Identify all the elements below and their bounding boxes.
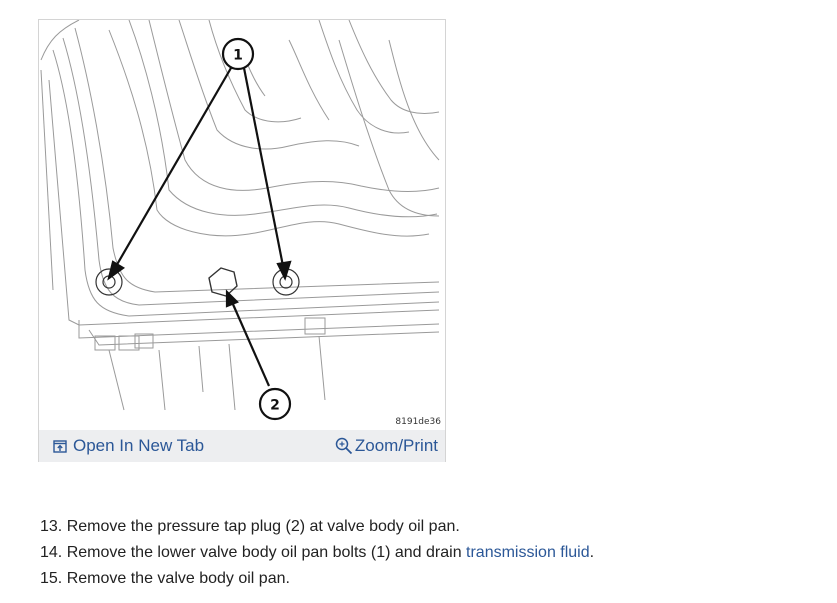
- procedure-steps: 13. Remove the pressure tap plug (2) at …: [40, 514, 594, 592]
- figure-card: 1 2 8191de36 Open In New Tab Zoom/P: [38, 19, 446, 462]
- callout-2: 2: [258, 387, 292, 421]
- step-text-end: .: [589, 544, 595, 561]
- step-15: 15. Remove the valve body oil pan.: [40, 566, 594, 592]
- zoom-print-link[interactable]: Zoom/Print: [335, 437, 438, 455]
- transmission-fluid-link[interactable]: transmission fluid: [466, 544, 590, 561]
- step-13: 13. Remove the pressure tap plug (2) at …: [40, 514, 594, 540]
- svg-text:1: 1: [233, 48, 243, 64]
- open-in-new-tab-icon: [53, 439, 67, 453]
- callout-1: 1: [221, 37, 255, 71]
- oil-pan-diagram: 1 2: [40, 20, 440, 421]
- step-text: Remove the valve body oil pan.: [66, 570, 290, 587]
- step-text: Remove the lower valve body oil pan bolt…: [66, 544, 467, 561]
- zoom-print-label: Zoom/Print: [354, 436, 438, 455]
- step-number: 13.: [40, 518, 63, 535]
- step-14: 14. Remove the lower valve body oil pan …: [40, 540, 594, 566]
- step-text: Remove the pressure tap plug (2) at valv…: [66, 518, 460, 535]
- step-number: 14.: [40, 544, 63, 561]
- step-number: 15.: [40, 570, 63, 587]
- open-in-new-tab-link[interactable]: Open In New Tab: [53, 437, 204, 455]
- zoom-magnifier-icon: [335, 437, 352, 455]
- figure-toolbar: Open In New Tab Zoom/Print: [39, 430, 445, 462]
- open-in-new-tab-label: Open In New Tab: [73, 436, 205, 455]
- svg-text:2: 2: [270, 398, 280, 414]
- figure-code: 8191de36: [395, 417, 441, 427]
